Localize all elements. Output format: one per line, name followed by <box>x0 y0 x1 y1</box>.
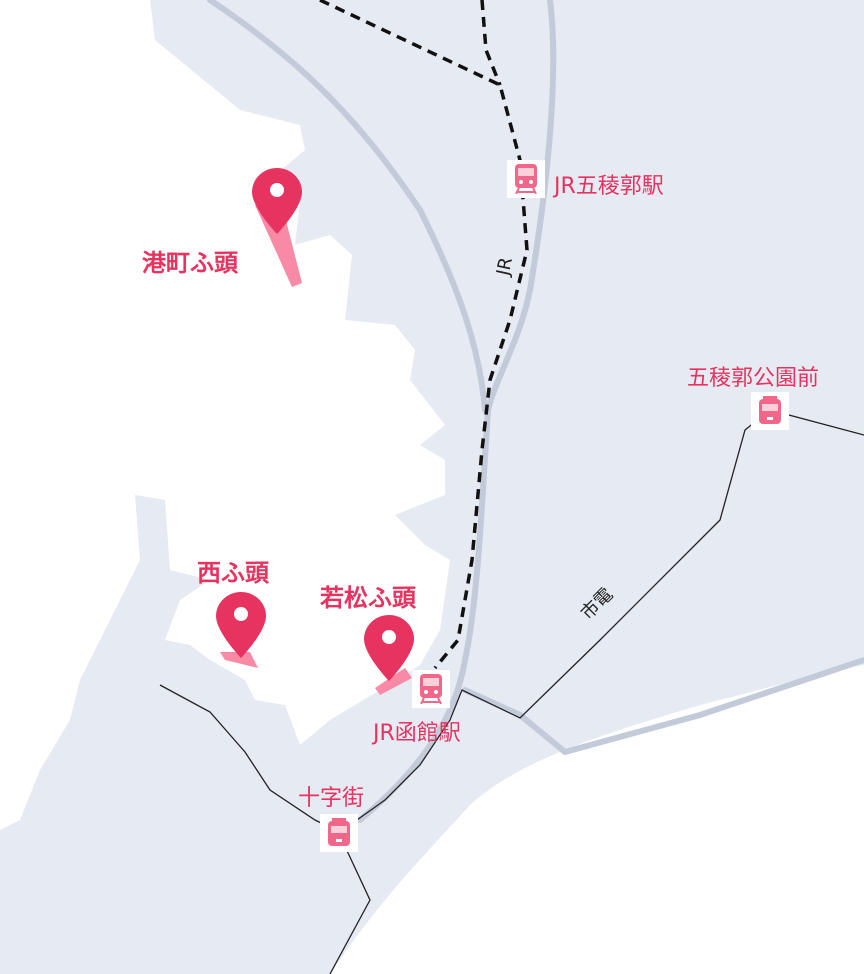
pier-pin-minatomachi[interactable] <box>252 168 302 238</box>
pier-pin-nishi[interactable] <box>216 592 266 662</box>
tram-icon <box>759 396 781 424</box>
tram-stop-jujigai[interactable] <box>320 814 358 852</box>
tram-icon <box>328 818 350 846</box>
piers-highlight <box>220 205 412 695</box>
station-label-jujigai: 十字街 <box>298 786 365 811</box>
pier-label-nishi: 西ふ頭 <box>197 559 269 587</box>
train-icon <box>420 674 442 704</box>
jr-station-hakodate[interactable] <box>412 670 450 708</box>
train-icon <box>515 164 537 194</box>
pier-label-wakamatsu: 若松ふ頭 <box>320 584 416 612</box>
pier-pin-wakamatsu[interactable] <box>364 615 414 685</box>
station-label-jr-goryokaku: JR五稜郭駅 <box>554 174 664 199</box>
jr-station-goryokaku[interactable] <box>507 160 545 198</box>
station-label-goryokaku-park: 五稜郭公園前 <box>687 366 820 391</box>
map-pin-icon <box>252 168 302 234</box>
sea-water <box>330 665 864 974</box>
tram-line <box>159 409 864 974</box>
jr-line <box>319 0 529 670</box>
bay-water <box>0 0 450 830</box>
tram-stop-goryokaku-park[interactable] <box>751 392 789 430</box>
pier-label-minatomachi: 港町ふ頭 <box>142 249 238 277</box>
map-pin-icon <box>216 592 266 658</box>
map-pin-icon <box>364 615 414 681</box>
station-label-jr-hakodate: JR函館駅 <box>373 721 461 746</box>
